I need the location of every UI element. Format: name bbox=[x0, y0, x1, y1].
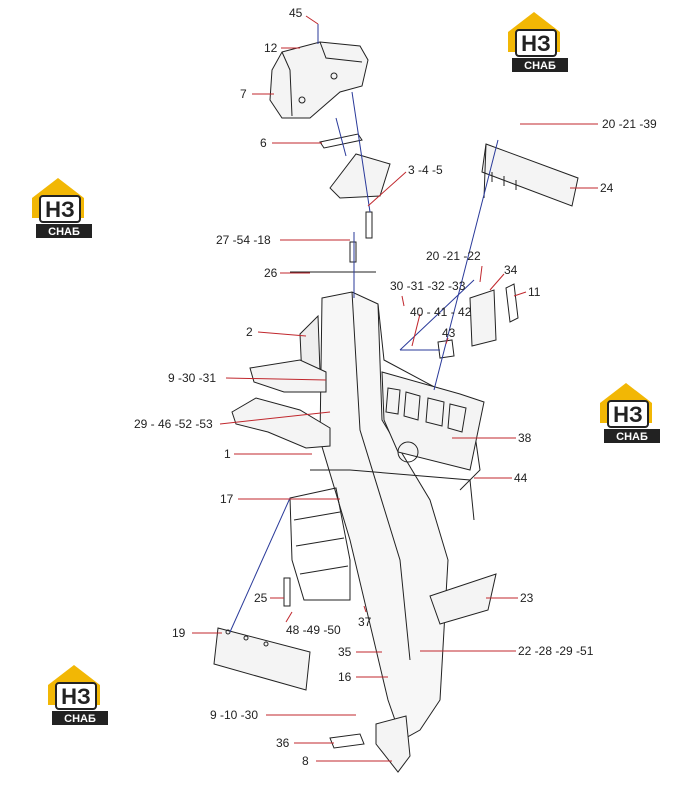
assembly-guides bbox=[229, 24, 499, 633]
logo-text: СНАБ bbox=[64, 713, 96, 725]
label-23: 23 bbox=[520, 591, 534, 605]
label-1: 1 bbox=[224, 447, 231, 461]
logo-left-upper: НЗ СНАБ bbox=[32, 178, 92, 238]
parts-line-art bbox=[213, 41, 579, 773]
label-40-41-42: 40 - 41 - 42 bbox=[410, 305, 472, 319]
logo-left-lower: НЗ СНАБ bbox=[48, 665, 108, 725]
logo-top-right: НЗ СНАБ bbox=[508, 12, 568, 72]
seat-bracket bbox=[329, 153, 391, 199]
label-30-31-32-33: 30 -31 -32 -33 bbox=[390, 279, 466, 293]
label-6: 6 bbox=[260, 136, 267, 150]
label-38: 38 bbox=[518, 431, 532, 445]
logo-right-middle: НЗ СНАБ bbox=[600, 383, 660, 443]
cap-44 bbox=[397, 441, 419, 463]
part-labels: 45 12 7 6 3 -4 -5 20 -21 -39 24 27 -54 -… bbox=[134, 6, 657, 768]
logo-letters: НЗ bbox=[61, 684, 91, 709]
step-19 bbox=[213, 627, 311, 691]
label-44: 44 bbox=[514, 471, 528, 485]
leader-lines bbox=[192, 15, 598, 762]
logo-text: СНАБ bbox=[616, 431, 648, 443]
label-2: 2 bbox=[246, 325, 253, 339]
label-34: 34 bbox=[504, 263, 518, 277]
label-25: 25 bbox=[254, 591, 268, 605]
label-7: 7 bbox=[240, 87, 247, 101]
bracket-34 bbox=[469, 289, 497, 347]
label-35: 35 bbox=[338, 645, 352, 659]
main-frame bbox=[310, 291, 481, 741]
label-9-10-30: 9 -10 -30 bbox=[210, 708, 258, 722]
bracket-8 bbox=[375, 715, 411, 773]
label-26: 26 bbox=[264, 266, 278, 280]
tray-24 bbox=[481, 143, 579, 207]
label-20-21-39: 20 -21 -39 bbox=[602, 117, 657, 131]
panel-38 bbox=[381, 371, 485, 471]
bolt-27 bbox=[349, 241, 357, 263]
label-48-49-50: 48 -49 -50 bbox=[286, 623, 341, 637]
handle-11 bbox=[505, 283, 519, 323]
ladder-17 bbox=[289, 487, 351, 601]
label-12: 12 bbox=[264, 41, 278, 55]
label-22-28-29-51: 22 -28 -29 -51 bbox=[518, 644, 594, 658]
label-11: 11 bbox=[528, 285, 541, 299]
arm-upper bbox=[249, 359, 327, 393]
label-29-46-52-53: 29 - 46 -52 -53 bbox=[134, 417, 213, 431]
plate-23 bbox=[429, 573, 497, 625]
label-45: 45 bbox=[289, 6, 303, 20]
label-16: 16 bbox=[338, 670, 352, 684]
label-27-54-18: 27 -54 -18 bbox=[216, 233, 271, 247]
pedal-36 bbox=[329, 733, 365, 749]
logo-text: СНАБ bbox=[48, 226, 80, 238]
label-43: 43 bbox=[442, 326, 456, 340]
label-8: 8 bbox=[302, 754, 309, 768]
label-19: 19 bbox=[172, 626, 186, 640]
label-17: 17 bbox=[220, 492, 234, 506]
logo-letters: НЗ bbox=[613, 402, 643, 427]
logo-text: СНАБ bbox=[524, 60, 556, 72]
label-20-21-22: 20 -21 -22 bbox=[426, 249, 481, 263]
label-36: 36 bbox=[276, 736, 290, 750]
label-3-4-5: 3 -4 -5 bbox=[408, 163, 443, 177]
logo-letters: НЗ bbox=[521, 31, 551, 56]
latch-25 bbox=[283, 577, 291, 607]
logo-letters: НЗ bbox=[45, 197, 75, 222]
seat bbox=[269, 41, 369, 119]
plate-6 bbox=[319, 133, 363, 149]
label-37: 37 bbox=[358, 615, 372, 629]
label-24: 24 bbox=[600, 181, 614, 195]
bolt-3 bbox=[365, 211, 373, 239]
arm-lower bbox=[231, 397, 331, 449]
label-9-30-31: 9 -30 -31 bbox=[168, 371, 216, 385]
